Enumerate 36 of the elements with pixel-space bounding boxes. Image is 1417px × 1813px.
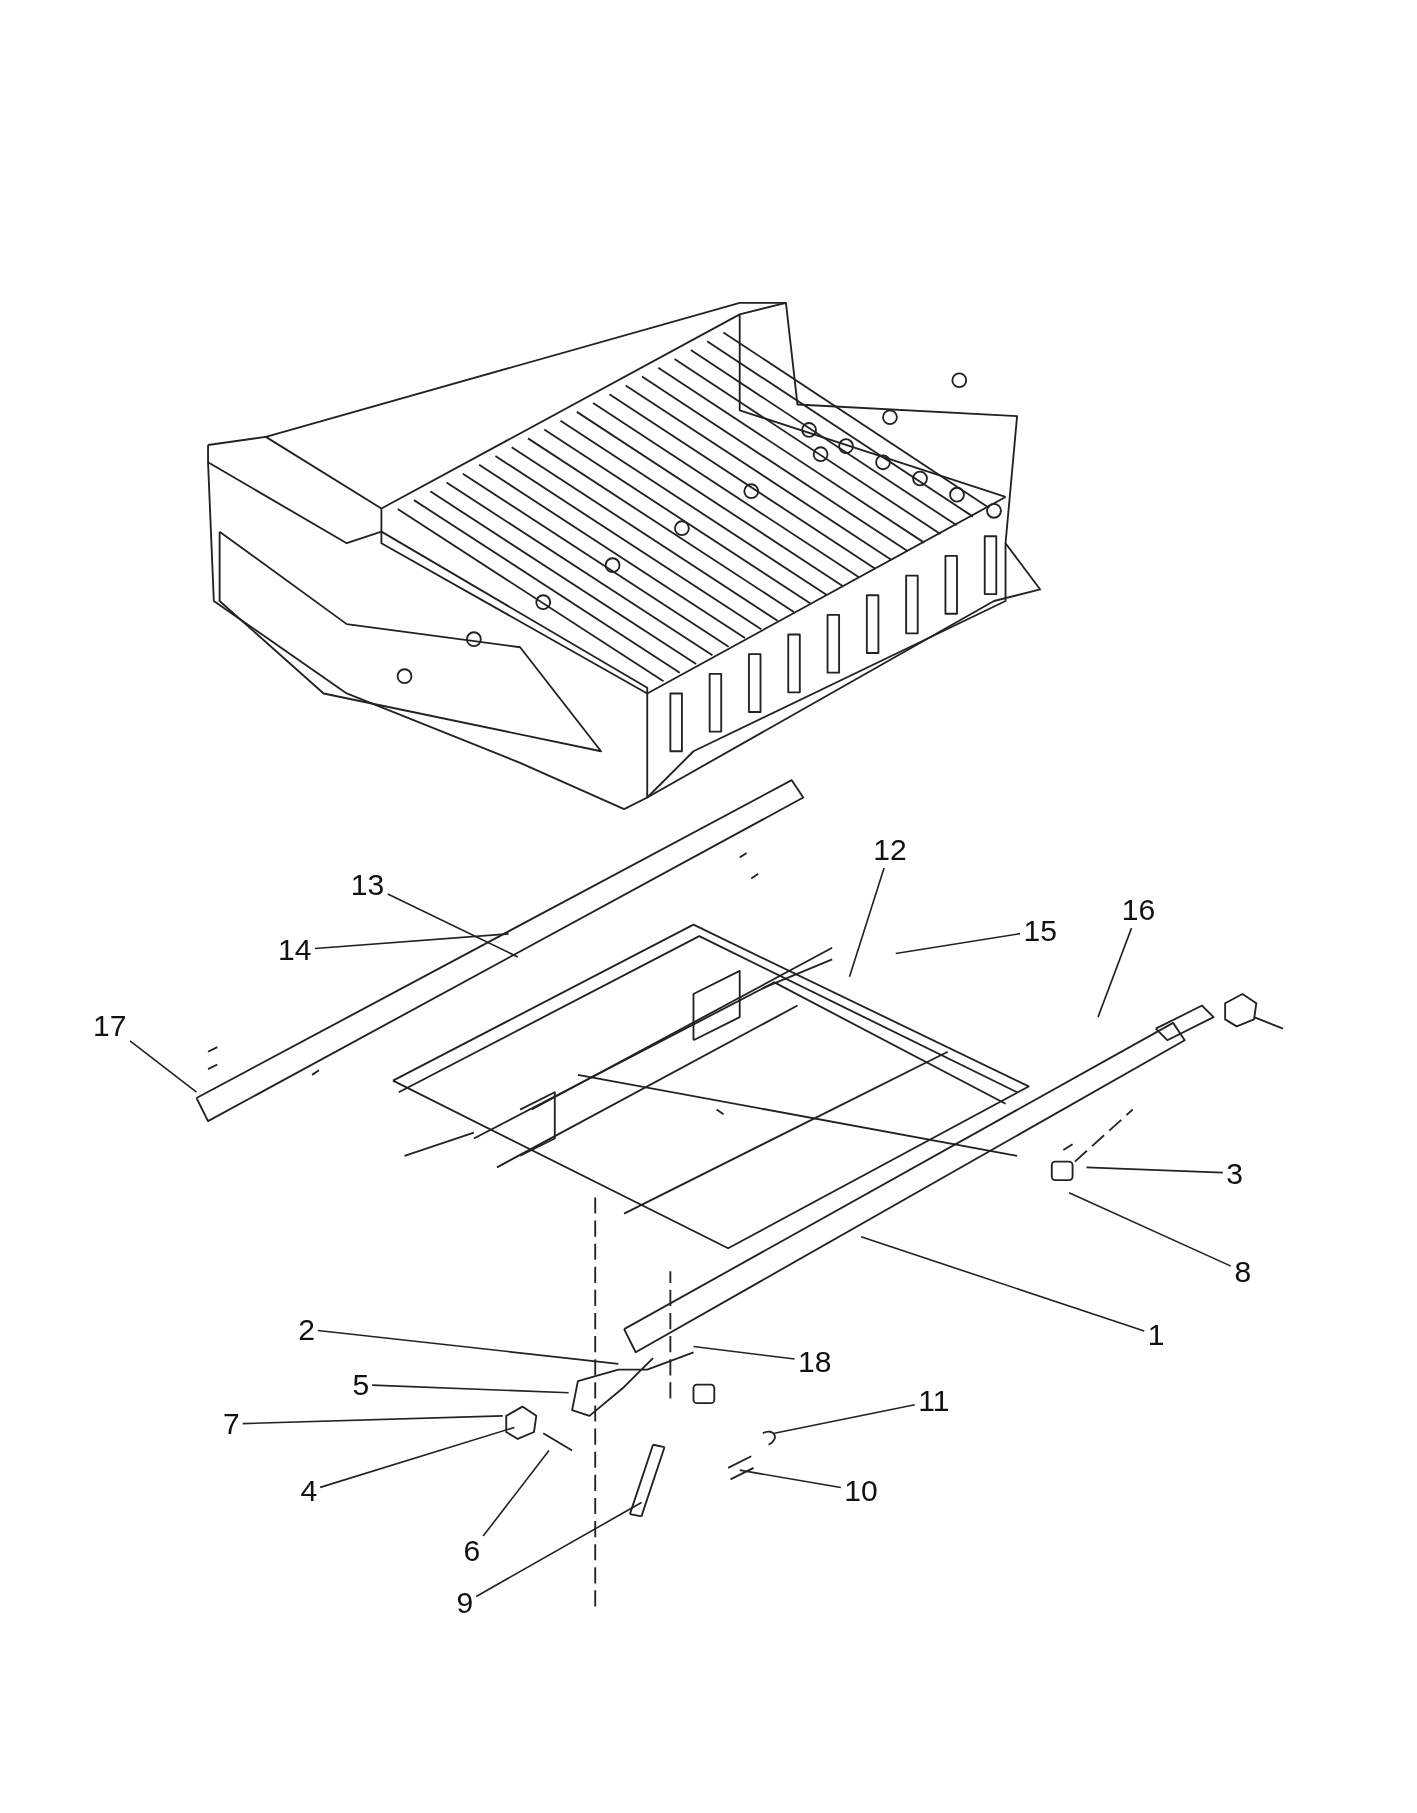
- callout-number: 6: [463, 1534, 481, 1568]
- leader-line: [894, 932, 1021, 955]
- callout-number: 15: [1023, 914, 1057, 947]
- leader-line: [386, 893, 519, 958]
- callout-number: 16: [1121, 893, 1156, 926]
- callout-number: 3: [1226, 1156, 1243, 1190]
- callout-number: 17: [93, 1009, 127, 1042]
- callout-number: 7: [223, 1407, 240, 1441]
- leader-line: [475, 1501, 643, 1598]
- callout-number: 12: [873, 833, 907, 866]
- leader-line: [773, 1403, 916, 1434]
- callout-number: 8: [1234, 1255, 1252, 1288]
- callout-number: 11: [918, 1384, 950, 1417]
- callout-number: 4: [300, 1474, 318, 1508]
- leader-line: [848, 867, 885, 978]
- leader-line: [319, 1426, 516, 1489]
- callout-number: 18: [798, 1345, 832, 1378]
- callout-number: 2: [298, 1313, 315, 1346]
- leader-line: [129, 1040, 198, 1094]
- leader-line: [738, 1469, 842, 1489]
- callout-number: 1: [1147, 1318, 1165, 1352]
- leader-line: [482, 1449, 550, 1537]
- leader-line: [860, 1235, 1146, 1332]
- callout-number: 10: [844, 1474, 878, 1508]
- leader-line: [1068, 1191, 1232, 1267]
- leader-line: [317, 1329, 620, 1365]
- callout-number: 9: [456, 1586, 474, 1620]
- callout-number: 5: [352, 1368, 370, 1401]
- leader-line: [1085, 1166, 1224, 1174]
- leader-line: [241, 1415, 504, 1425]
- callout-number: 13: [350, 868, 385, 901]
- callout-number: 14: [277, 933, 312, 967]
- leader-line: [371, 1384, 570, 1394]
- leader-line: [314, 933, 510, 950]
- leader-line: [1097, 927, 1133, 1018]
- leader-line: [692, 1345, 796, 1360]
